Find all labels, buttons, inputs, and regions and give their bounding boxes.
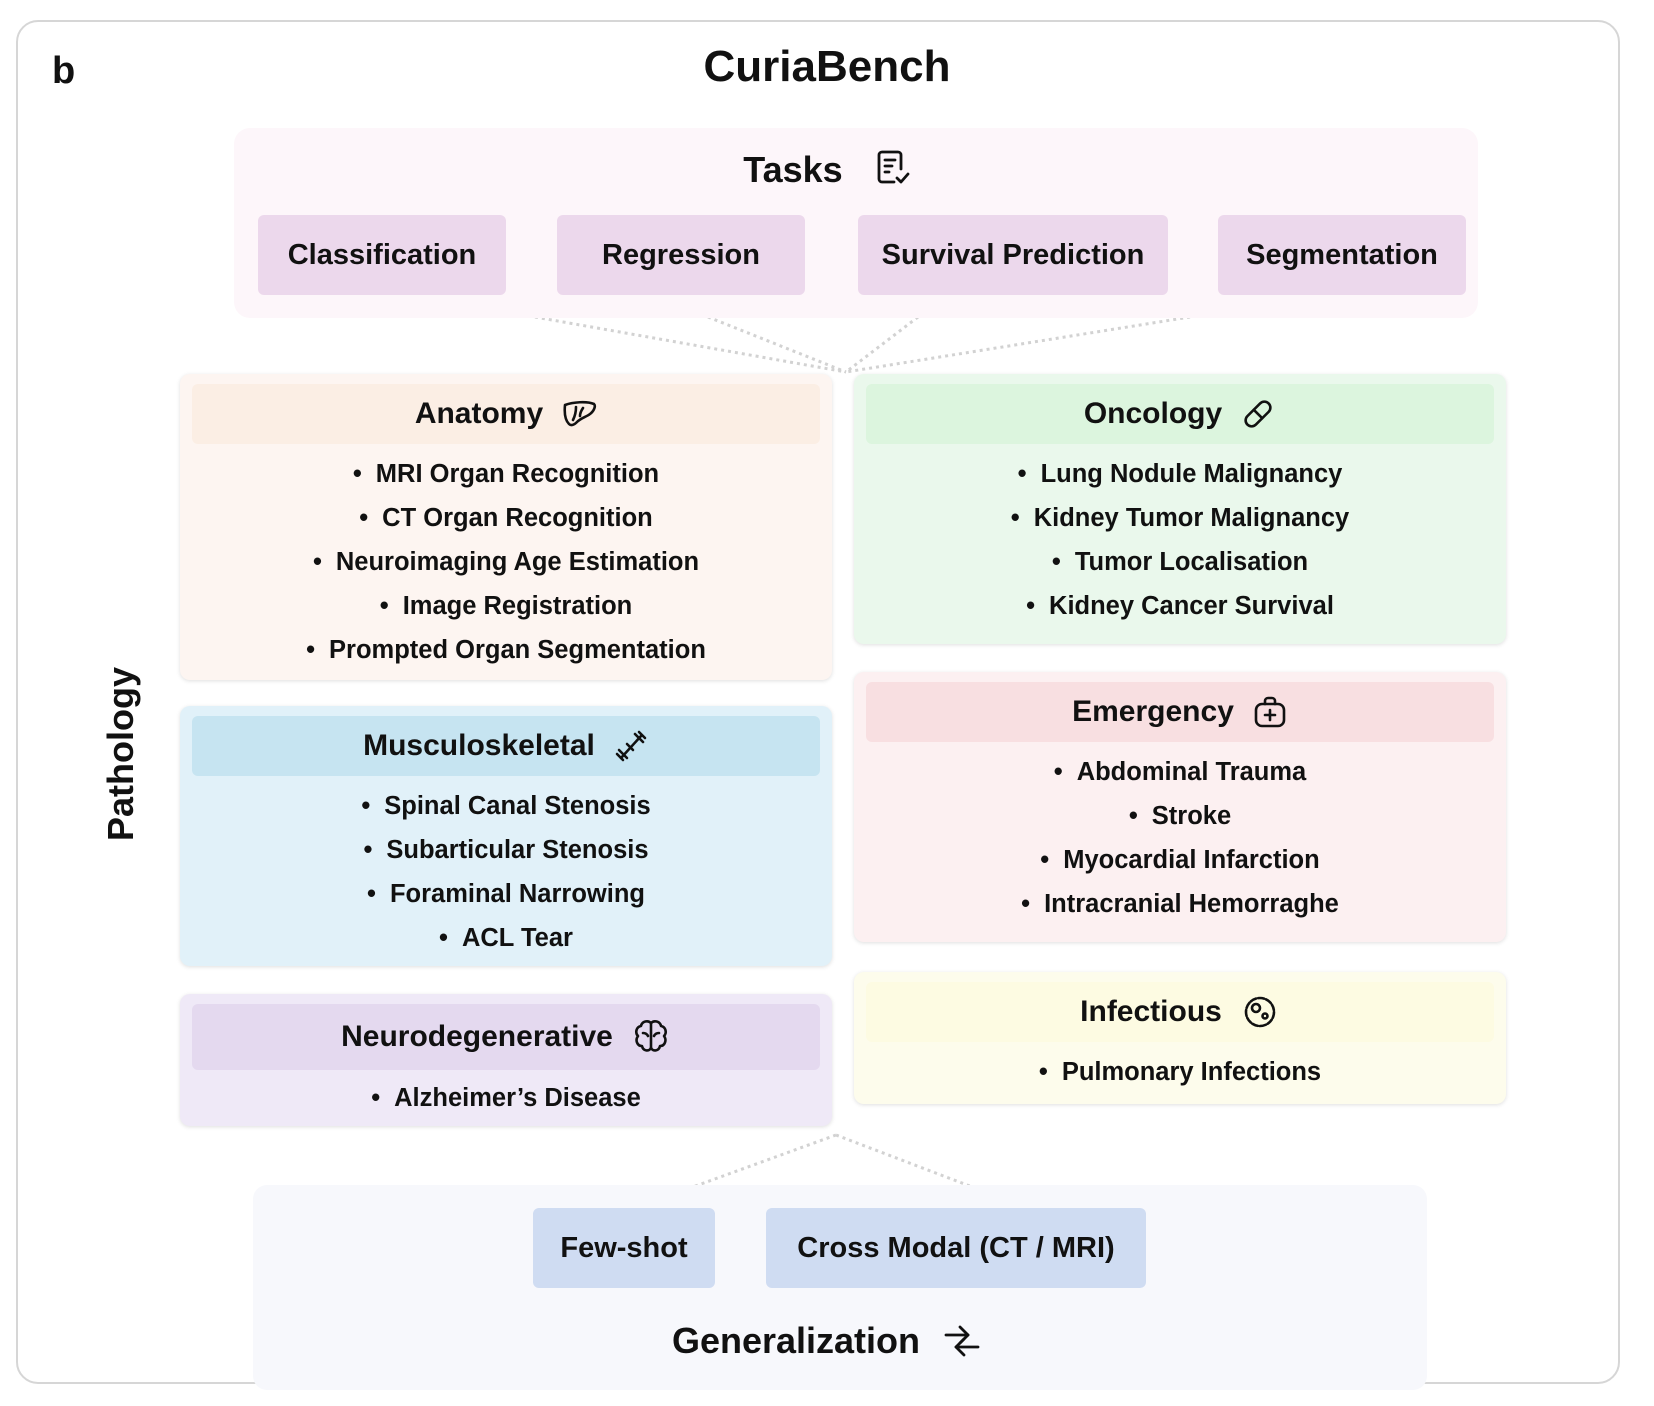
connector-line	[689, 1133, 837, 1190]
card-title: Emergency	[1072, 695, 1234, 728]
card-title: Oncology	[1083, 397, 1223, 430]
card-item-list: Alzheimer’s Disease	[180, 1076, 832, 1120]
microbe-icon	[1240, 992, 1280, 1032]
category-card-emergency: Emergency Abdominal Trauma Stroke Myocar…	[854, 672, 1506, 942]
bone-icon	[613, 728, 649, 764]
medical-bag-icon	[1252, 694, 1288, 730]
card-item-list: Lung Nodule Malignancy Kidney Tumor Mali…	[854, 452, 1506, 628]
generalization-chip-cross-modal: Cross Modal (CT / MRI)	[766, 1208, 1146, 1288]
list-item: Image Registration	[180, 584, 832, 628]
card-header: Infectious	[866, 982, 1494, 1042]
category-card-musculoskeletal: Musculoskeletal Spinal Canal Stenosis Su…	[180, 706, 832, 966]
card-title: Anatomy	[414, 397, 544, 430]
card-item-list: Spinal Canal Stenosis Subarticular Steno…	[180, 784, 832, 960]
card-header: Musculoskeletal	[192, 716, 820, 776]
list-item: Tumor Localisation	[854, 540, 1506, 584]
list-item: Prompted Organ Segmentation	[180, 628, 832, 672]
category-card-infectious: Infectious Pulmonary Infections	[854, 972, 1506, 1104]
list-item: Stroke	[854, 794, 1506, 838]
list-item: Intracranial Hemorraghe	[854, 882, 1506, 926]
card-item-list: MRI Organ Recognition CT Organ Recogniti…	[180, 452, 832, 672]
card-header: Oncology	[866, 384, 1494, 444]
list-item: Neuroimaging Age Estimation	[180, 540, 832, 584]
connector-line	[845, 315, 919, 374]
card-item-list: Abdominal Trauma Stroke Myocardial Infar…	[854, 750, 1506, 926]
category-card-neurodegenerative: Neurodegenerative Alzheimer’s Disease	[180, 994, 832, 1126]
liver-icon	[561, 399, 597, 429]
list-item: Foraminal Narrowing	[180, 872, 832, 916]
connector-line	[707, 315, 847, 374]
card-item-list: Pulmonary Infections	[854, 1050, 1506, 1094]
task-checklist-icon	[875, 148, 911, 186]
list-item: Alzheimer’s Disease	[180, 1076, 832, 1120]
panel-letter: b	[52, 50, 76, 92]
arrows-exchange-icon	[942, 1323, 982, 1359]
category-card-oncology: Oncology Lung Nodule Malignancy Kidney T…	[854, 374, 1506, 644]
list-item: Pulmonary Infections	[854, 1050, 1506, 1094]
list-item: Lung Nodule Malignancy	[854, 452, 1506, 496]
list-item: Abdominal Trauma	[854, 750, 1506, 794]
list-item: Myocardial Infarction	[854, 838, 1506, 882]
card-header: Neurodegenerative	[192, 1004, 820, 1070]
list-item: Kidney Tumor Malignancy	[854, 496, 1506, 540]
task-chip-survival-prediction: Survival Prediction	[858, 215, 1168, 295]
task-chip-classification: Classification	[258, 215, 506, 295]
generalization-chip-few-shot: Few-shot	[533, 1208, 715, 1288]
generalization-heading: Generalization	[0, 1320, 1654, 1362]
list-item: ACL Tear	[180, 916, 832, 960]
list-item: CT Organ Recognition	[180, 496, 832, 540]
tasks-title: Tasks	[743, 149, 843, 190]
generalization-title: Generalization	[671, 1320, 921, 1361]
brain-icon	[631, 1017, 671, 1057]
figure-title: CuriaBench	[703, 42, 951, 91]
card-title: Musculoskeletal	[363, 729, 595, 762]
pill-icon	[1240, 396, 1276, 432]
tasks-heading: Tasks	[0, 148, 1654, 191]
pathology-label: Pathology	[100, 666, 141, 842]
list-item: Spinal Canal Stenosis	[180, 784, 832, 828]
task-chip-regression: Regression	[557, 215, 805, 295]
list-item: Kidney Cancer Survival	[854, 584, 1506, 628]
category-card-anatomy: Anatomy MRI Organ Recognition CT Organ R…	[180, 374, 832, 680]
card-header: Anatomy	[192, 384, 820, 444]
task-chip-segmentation: Segmentation	[1218, 215, 1466, 295]
card-title: Infectious	[1080, 995, 1222, 1028]
card-header: Emergency	[866, 682, 1494, 742]
connector-line	[534, 315, 847, 374]
list-item: Subarticular Stenosis	[180, 828, 832, 872]
connector-line	[835, 1133, 976, 1190]
card-title: Neurodegenerative	[341, 1020, 613, 1053]
list-item: MRI Organ Recognition	[180, 452, 832, 496]
connector-line	[845, 315, 1191, 374]
